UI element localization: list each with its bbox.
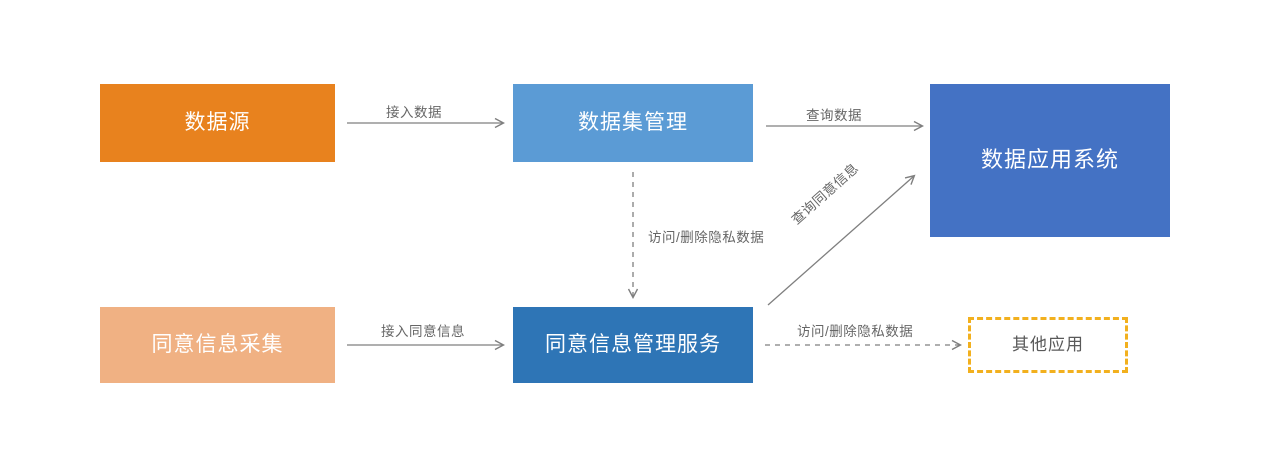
edge-label-ingest-consent: 接入同意信息 — [381, 324, 465, 339]
node-data-source[interactable]: 数据源 — [100, 84, 335, 162]
node-data-application-system-label: 数据应用系统 — [980, 147, 1119, 173]
node-consent-collection[interactable]: 同意信息采集 — [100, 307, 335, 383]
edge-label-ingest-data: 接入数据 — [386, 105, 442, 120]
node-other-application-label: 其他应用 — [1012, 334, 1084, 354]
edge-label-access-delete-privacy-vertical: 访问/删除隐私数据 — [648, 230, 765, 245]
node-dataset-management[interactable]: 数据集管理 — [513, 84, 753, 162]
edge-label-access-delete-privacy-horizontal: 访问/删除隐私数据 — [797, 324, 914, 339]
node-data-source-label: 数据源 — [184, 111, 251, 135]
edge-label-query-consent: 查询同意信息 — [788, 160, 862, 228]
node-other-application[interactable]: 其他应用 — [968, 317, 1128, 373]
node-consent-management-service-label: 同意信息管理服务 — [545, 333, 721, 357]
node-dataset-management-label: 数据集管理 — [578, 111, 688, 135]
node-consent-management-service[interactable]: 同意信息管理服务 — [513, 307, 753, 383]
node-consent-collection-label: 同意信息采集 — [151, 333, 284, 357]
edge-query-consent — [767, 174, 916, 306]
node-data-application-system[interactable]: 数据应用系统 — [930, 84, 1170, 237]
edge-label-query-data: 查询数据 — [806, 108, 862, 123]
